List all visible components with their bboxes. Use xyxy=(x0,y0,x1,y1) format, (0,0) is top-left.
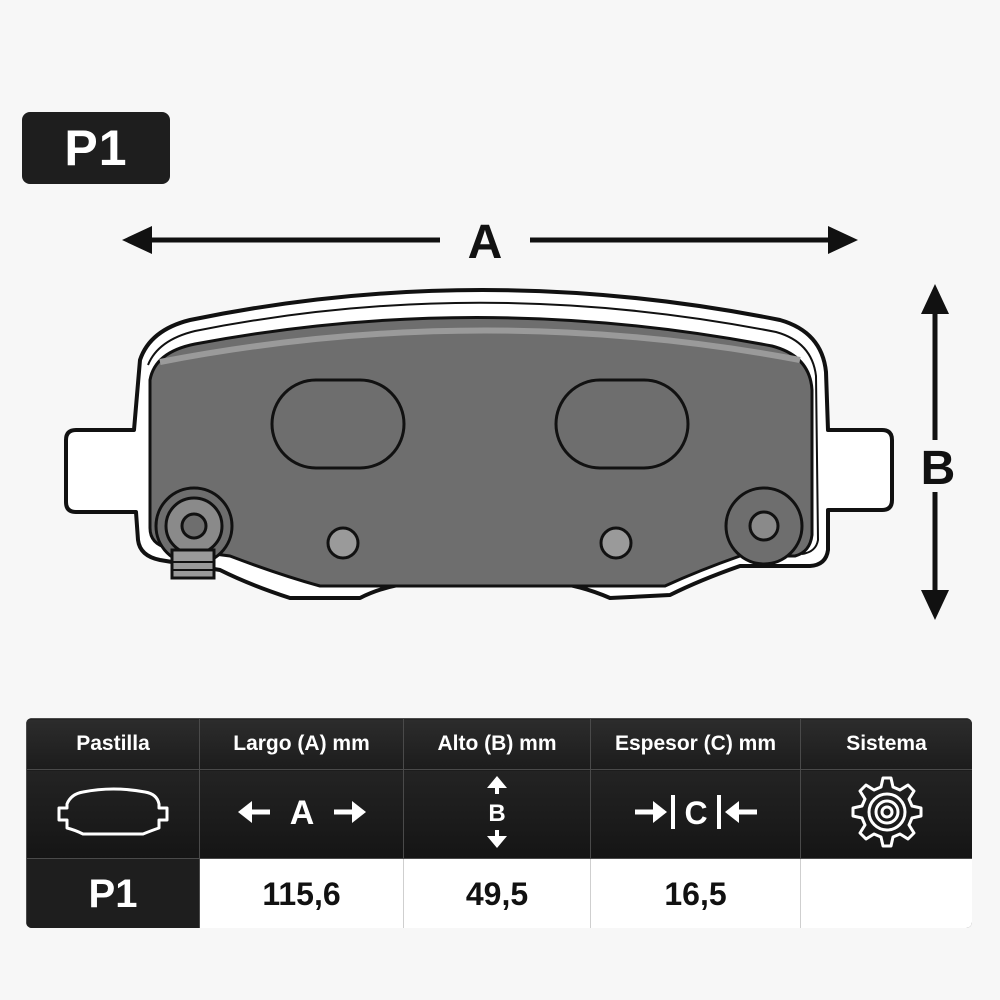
slot-left xyxy=(270,378,406,470)
right-mount xyxy=(724,486,804,566)
height-icon-letter: B xyxy=(488,800,505,827)
dimension-b-arrow xyxy=(921,284,949,620)
friction-material xyxy=(148,316,814,588)
rivet-right xyxy=(599,526,633,560)
specification-table: Pastilla Largo (A) mm Alto (B) mm Espeso… xyxy=(26,718,972,928)
gear-icon xyxy=(851,776,922,847)
header-sistema: Sistema xyxy=(800,718,972,770)
part-badge: P1 xyxy=(22,112,170,184)
row-pastilla: P1 xyxy=(26,858,200,928)
thickness-arrow-icon: C xyxy=(634,794,757,831)
rivet-left xyxy=(326,526,360,560)
header-pastilla: Pastilla xyxy=(26,718,200,770)
row-sistema xyxy=(800,858,972,928)
dimension-a-arrow xyxy=(122,226,858,254)
brake-pad-icon xyxy=(57,787,169,835)
height-arrow-icon: B xyxy=(487,775,507,848)
dimension-a-label: A xyxy=(468,216,503,269)
row-espesor: 16,5 xyxy=(590,858,801,928)
dimension-b-label: B xyxy=(921,442,956,495)
length-icon-letter: A xyxy=(289,794,314,832)
header-alto: Alto (B) mm xyxy=(403,718,591,770)
header-largo: Largo (A) mm xyxy=(199,718,404,770)
row-largo: 115,6 xyxy=(199,858,404,928)
brake-pad-diagram: A B xyxy=(64,216,956,620)
slot-right xyxy=(554,378,690,470)
length-arrow-icon: A xyxy=(237,794,366,832)
row-alto: 49,5 xyxy=(403,858,591,928)
header-espesor: Espesor (C) mm xyxy=(590,718,801,770)
thickness-icon-letter: C xyxy=(684,795,707,831)
left-mount xyxy=(154,486,234,580)
